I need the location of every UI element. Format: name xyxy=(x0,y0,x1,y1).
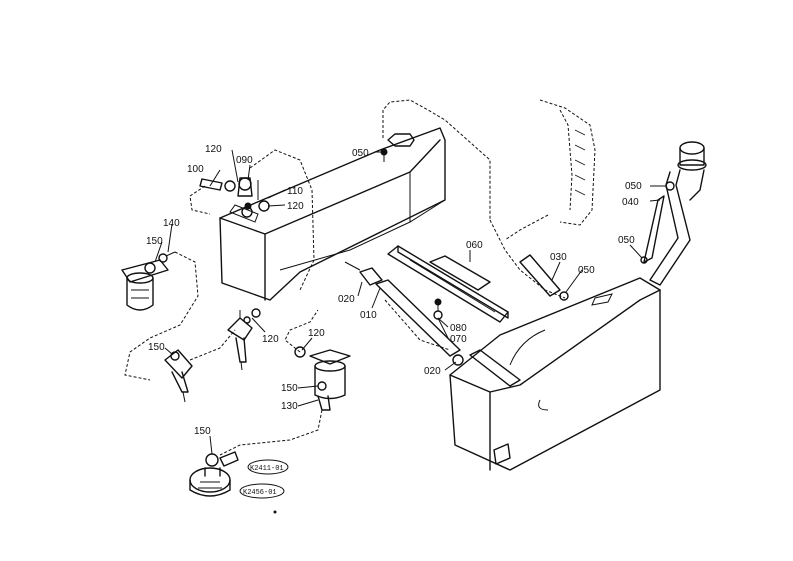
filler-neck xyxy=(640,141,707,286)
callout-150-pump: 150 xyxy=(148,342,165,353)
injector-center xyxy=(227,308,261,371)
callout-labels: 100 120 090 110 120 050 140 150 150 120 … xyxy=(146,144,642,437)
cab-outline xyxy=(489,99,596,299)
hose-010 xyxy=(344,261,464,366)
callout-070: 070 xyxy=(450,334,467,345)
part-stamps: K2411-01 K2456-01 xyxy=(239,459,289,514)
callout-060: 060 xyxy=(466,240,483,251)
callout-020-lower: 020 xyxy=(424,366,441,377)
callout-120-upper: 120 xyxy=(205,144,222,155)
callout-150-feed-pump: 150 xyxy=(194,426,211,437)
tank-bracket xyxy=(387,245,509,323)
callout-050-filler-top: 050 xyxy=(625,181,642,192)
callout-150-separator: 150 xyxy=(281,383,298,394)
callout-150-filter: 150 xyxy=(146,236,163,247)
left-fuel-tank xyxy=(219,127,446,301)
stamp-k2411: K2411-01 xyxy=(250,465,284,473)
callout-020-upper: 020 xyxy=(338,294,355,305)
callout-050-tank-cap: 050 xyxy=(352,148,369,159)
fuel-feed-pump xyxy=(189,451,239,497)
callout-140: 140 xyxy=(163,218,180,229)
callout-030: 030 xyxy=(550,252,567,263)
right-fuel-tank xyxy=(449,277,661,471)
callout-010: 010 xyxy=(360,310,377,321)
callout-050-hose: 050 xyxy=(578,265,595,276)
leader-lines xyxy=(154,149,666,455)
callout-040: 040 xyxy=(622,197,639,208)
callout-120-right: 120 xyxy=(287,201,304,212)
water-separator xyxy=(219,309,351,456)
callout-090: 090 xyxy=(236,155,253,166)
callout-130: 130 xyxy=(281,401,298,412)
callout-110: 110 xyxy=(287,186,303,197)
filter-head-assembly xyxy=(189,149,315,291)
hose-030 xyxy=(519,254,569,301)
stamp-k2456: K2456-01 xyxy=(243,489,277,497)
callout-100: 100 xyxy=(187,164,204,175)
callout-120-separator: 120 xyxy=(308,328,325,339)
callout-120-injector: 120 xyxy=(262,334,279,345)
injection-pump-left xyxy=(164,329,236,403)
left-tank-cap-fitting xyxy=(380,99,491,220)
fuel-filter-left xyxy=(121,251,199,381)
callout-080: 080 xyxy=(450,323,467,334)
callout-050-filler-lower: 050 xyxy=(618,235,635,246)
